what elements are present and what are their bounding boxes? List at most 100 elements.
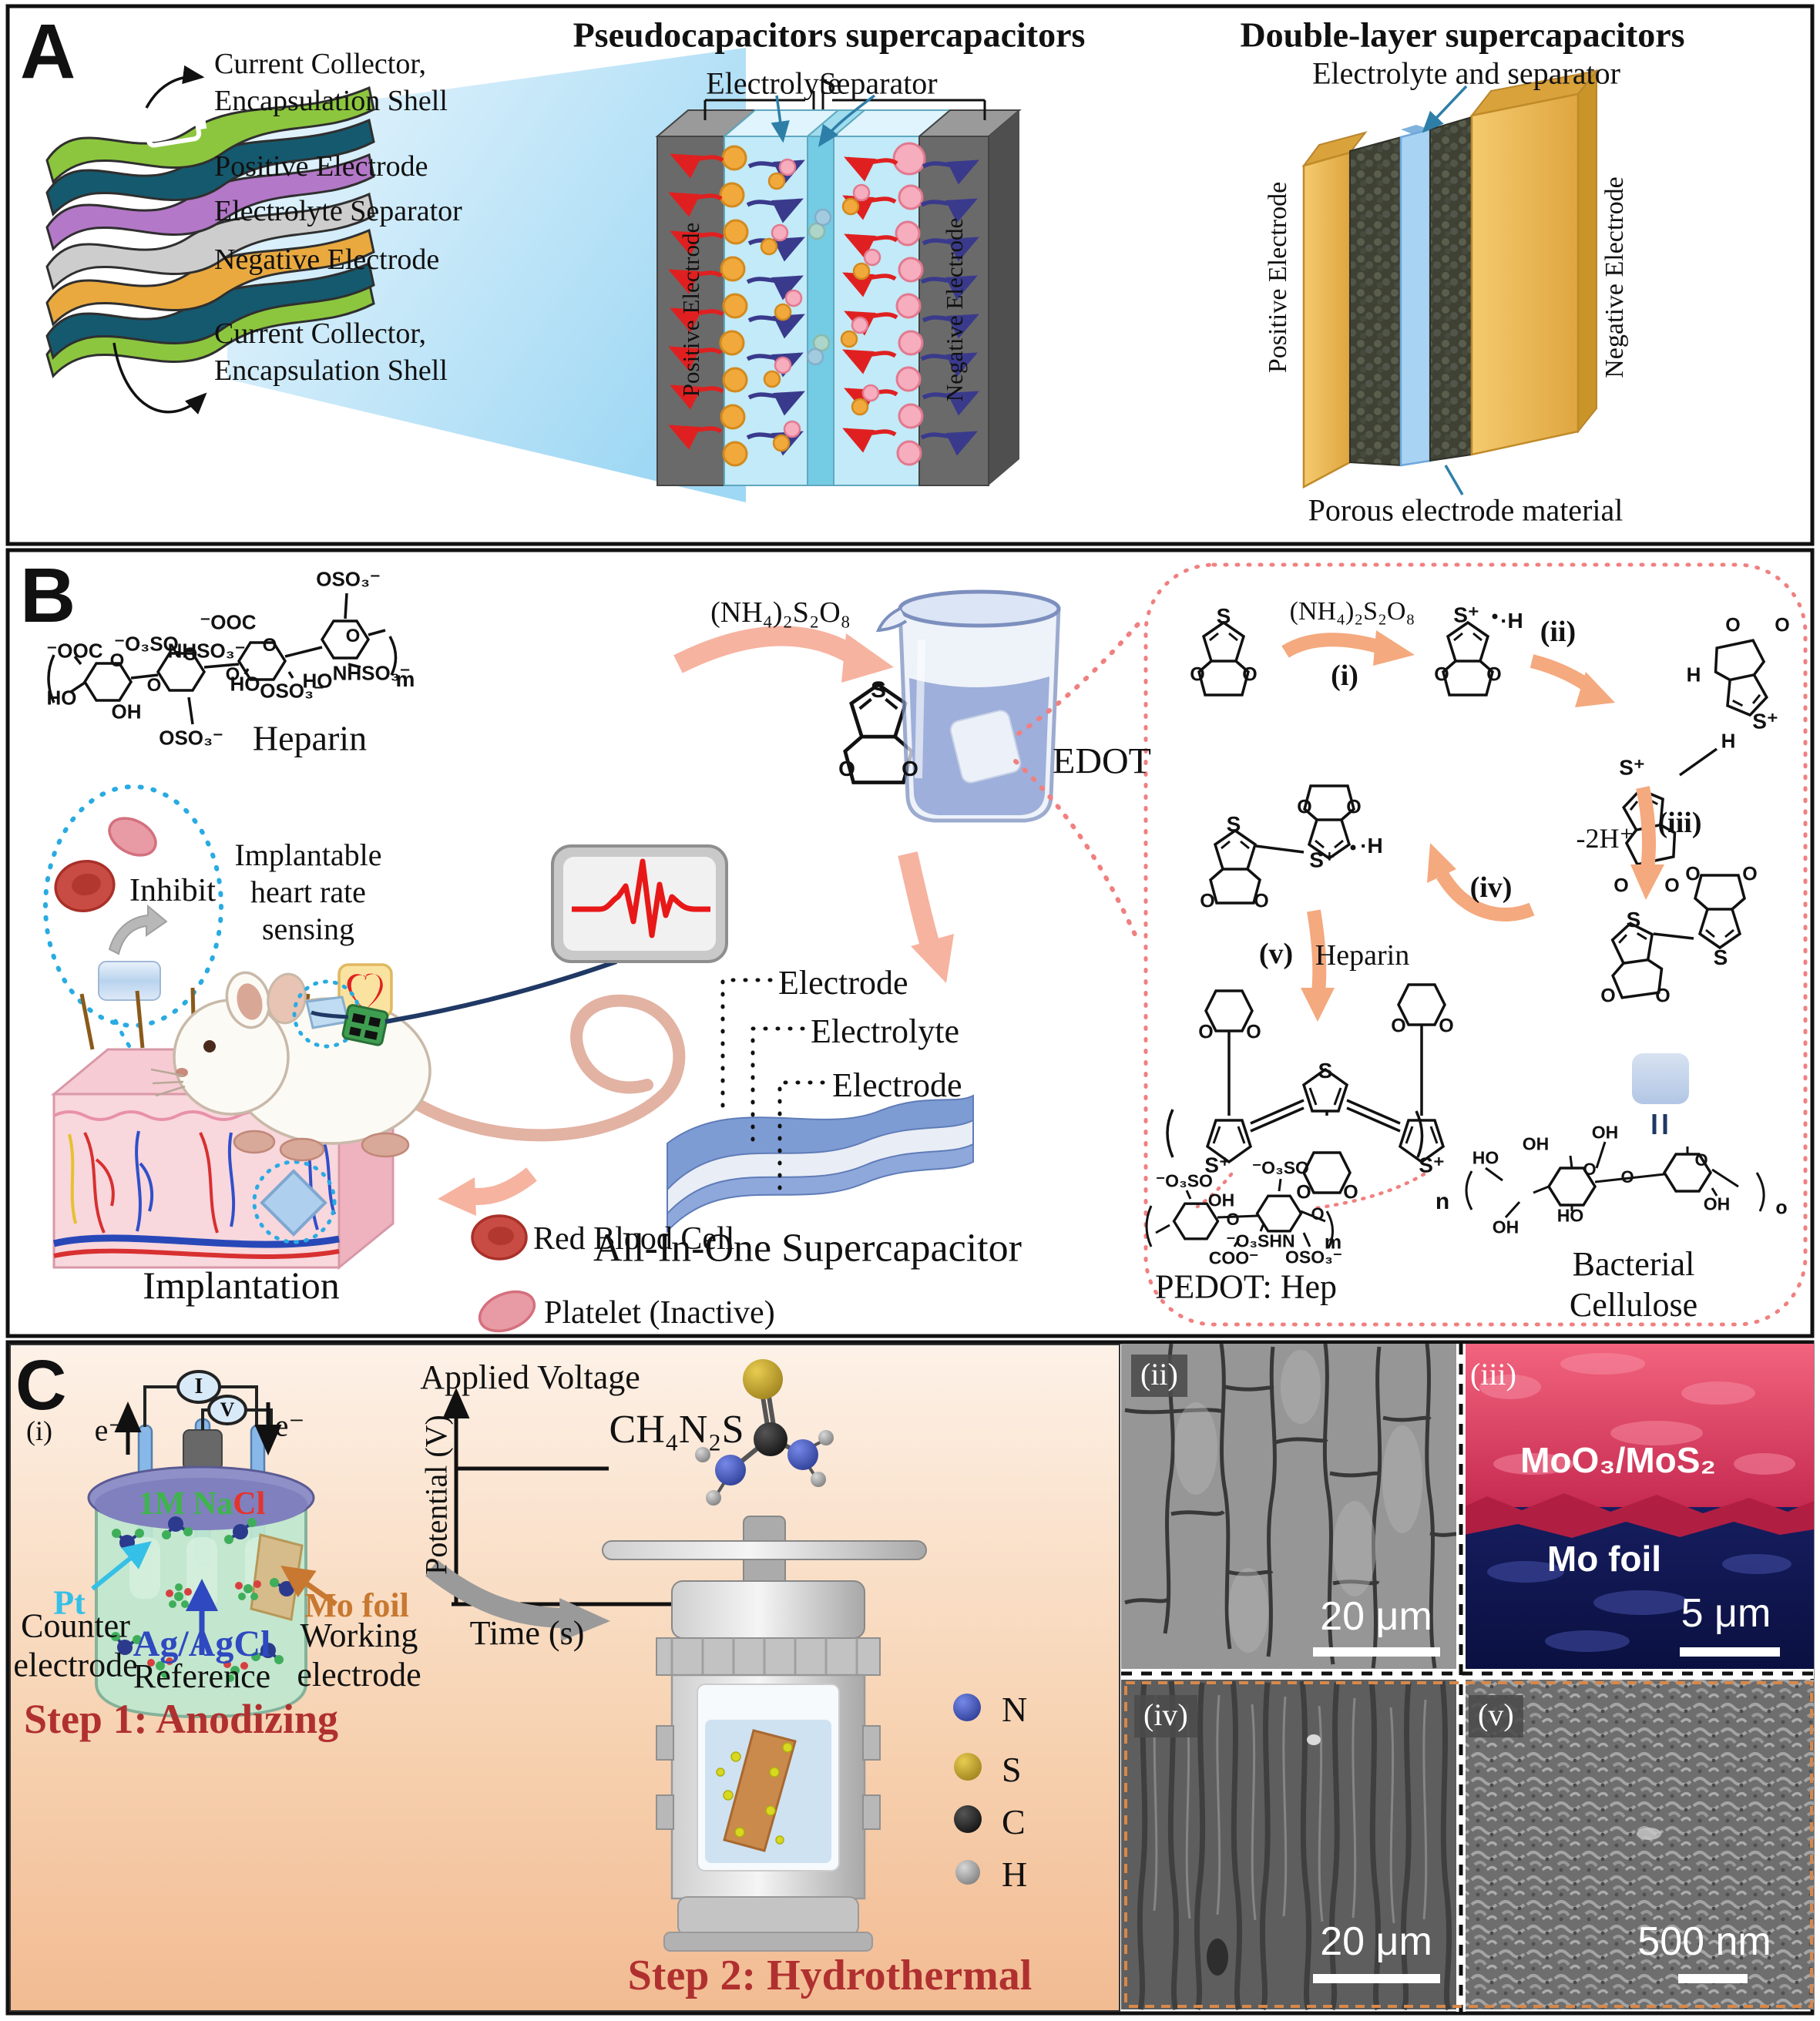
stack-label-negative-electrode: Negative Electrode: [214, 243, 440, 276]
pedot-hep-label: PEDOT: Hep: [1154, 1267, 1338, 1306]
nacl-red-part: Cl: [233, 1486, 266, 1522]
chem-label: S: [1713, 945, 1728, 969]
chem-label: NHSO₃⁻: [332, 661, 411, 685]
chem-label: OSO₃⁻: [260, 679, 324, 703]
legend-c-label: C: [1002, 1802, 1026, 1841]
chem-label: COO⁻: [1208, 1247, 1259, 1268]
double-layer-diagram: [1301, 69, 1599, 495]
panelB-label: B: [20, 552, 76, 639]
mechanism-structures: [1145, 613, 1776, 1249]
dl-positive-electrode-label: Positive Electrode: [1264, 181, 1292, 374]
stack-label-electrolyte-separator: Electrolyte Separator: [214, 195, 462, 227]
pseudo-negative-electrode-label: Negative Electrode: [941, 217, 968, 402]
chem-label: O: [109, 650, 125, 671]
chem-label: S: [870, 677, 887, 703]
chem-label: m: [1324, 1231, 1342, 1254]
sem-ii: [1121, 1343, 1461, 1670]
legend-n-label: N: [1002, 1690, 1028, 1729]
chem-label: O: [1343, 1181, 1358, 1204]
chem-label: O: [225, 664, 240, 685]
mech-oxidant-formula: (NH₄)₂S₂O₈: [1289, 597, 1415, 626]
inhibit-zoom-circle: [43, 784, 223, 1028]
chem-label: OH: [1492, 1217, 1519, 1237]
chem-label: S: [1216, 604, 1231, 628]
all-in-one-device: [667, 1095, 974, 1232]
sem-iii-scale-text: 5 μm: [1681, 1591, 1771, 1636]
panelB-graphics: [43, 562, 1808, 1333]
pseudocapacitor-diagram: [655, 91, 1022, 486]
applied-voltage-label: Applied Voltage: [420, 1358, 640, 1396]
chem-label: ⁻OOC: [200, 610, 257, 634]
sem-iv-label: (iv): [1134, 1695, 1197, 1737]
mech-step-ii: (ii): [1540, 616, 1577, 648]
legend-s-label: S: [1002, 1750, 1022, 1789]
chem-label: O: [838, 757, 855, 781]
panelA-label: A: [20, 8, 76, 95]
sem-ii-scale-text: 20 μm: [1320, 1594, 1432, 1639]
chem-label: HO: [1472, 1147, 1499, 1168]
chem-label: S: [1626, 908, 1641, 932]
separator-label: Separator: [819, 65, 938, 101]
ammeter-label: I: [194, 1375, 203, 1398]
pseudo-positive-electrode-label: Positive Electrode: [677, 222, 704, 398]
panelC-sub-i: (i): [26, 1415, 52, 1446]
heparin-structure: [47, 593, 398, 725]
atom-legend-icons: [953, 1694, 982, 1885]
legend-rbc-label: Red Blood Cell: [533, 1221, 735, 1257]
chem-label: OH: [1522, 1133, 1550, 1154]
legend-icons: [471, 1214, 536, 1333]
electrolyte-and-separator-label: Electrolyte and separator: [1312, 55, 1620, 91]
chem-label: O: [1775, 614, 1790, 636]
chem-label: O: [1600, 985, 1616, 1007]
chem-label: O: [1200, 890, 1215, 912]
sem-iii-layer-top-label: MoO₃/MoS₂: [1520, 1440, 1716, 1480]
anodizing-cell: [87, 1370, 338, 1719]
chem-label: O: [1620, 1167, 1634, 1187]
electrolyte-nacl-label: 1M NaCl: [139, 1486, 265, 1522]
chem-label: O: [1583, 1160, 1597, 1179]
chem-label: O: [1297, 796, 1312, 818]
potential-axis-label: Potential (V): [418, 1415, 454, 1575]
double-layer-title: Double-layer supercapacitors: [1240, 15, 1685, 55]
working-electrode-label: Working electrode: [297, 1616, 421, 1694]
chem-label: O: [1725, 614, 1741, 636]
device-electrolyte-label: Electrolyte: [811, 1012, 960, 1050]
chem-label: NHSO₃⁻: [167, 639, 246, 663]
chem-label: O: [345, 626, 361, 646]
chem-label: O: [1486, 663, 1502, 686]
heart-rate-monitor: [551, 844, 728, 963]
sem-iii: [1463, 1344, 1814, 1670]
electrolyte-label: Electrolyte: [706, 65, 841, 101]
all-in-one-label: All-In-One Supercapacitor: [593, 1226, 1022, 1271]
chem-label: OH: [1207, 1190, 1235, 1210]
step2-label: Step 2: Hydrothermal: [627, 1952, 1033, 1999]
mech-step-v: (v): [1258, 938, 1294, 970]
chem-label: O: [1311, 1204, 1325, 1224]
beaker: [875, 589, 1061, 823]
chem-label: H: [1721, 729, 1736, 753]
chem-label: o: [1775, 1197, 1788, 1219]
chem-label: O: [1613, 875, 1629, 897]
device-electrode-top-label: Electrode: [778, 964, 908, 1002]
mech-step-iii: (iii): [1657, 807, 1702, 839]
voltmeter-label: V: [220, 1398, 235, 1421]
autoclave: [602, 1516, 927, 1952]
chem-label: ⁻O₃SO: [1252, 1157, 1309, 1178]
electron-label-left: e⁻: [94, 1412, 125, 1448]
reference-label: Reference: [133, 1657, 271, 1695]
chem-label: S: [1226, 812, 1241, 836]
chem-label: O: [146, 675, 162, 696]
heparin-name: Heparin: [252, 718, 368, 758]
panelC-graphics: [9, 1343, 1814, 2012]
chem-label: ⁻O₃SO: [1156, 1170, 1213, 1191]
chem-label: OH: [1591, 1122, 1619, 1143]
sem-v-label: (v): [1469, 1695, 1523, 1737]
chem-label: m: [395, 667, 415, 691]
chem-label: OH: [1703, 1193, 1731, 1214]
sem-iv-scale-bar: [1313, 1974, 1440, 1983]
sem-v-scale-bar: [1678, 1974, 1748, 1983]
sem-ii-scale-bar: [1313, 1647, 1440, 1657]
legend-platelet-label: Platelet (Inactive): [544, 1295, 775, 1331]
chem-label: O: [1246, 1021, 1261, 1043]
chem-label: O: [1296, 1181, 1311, 1204]
